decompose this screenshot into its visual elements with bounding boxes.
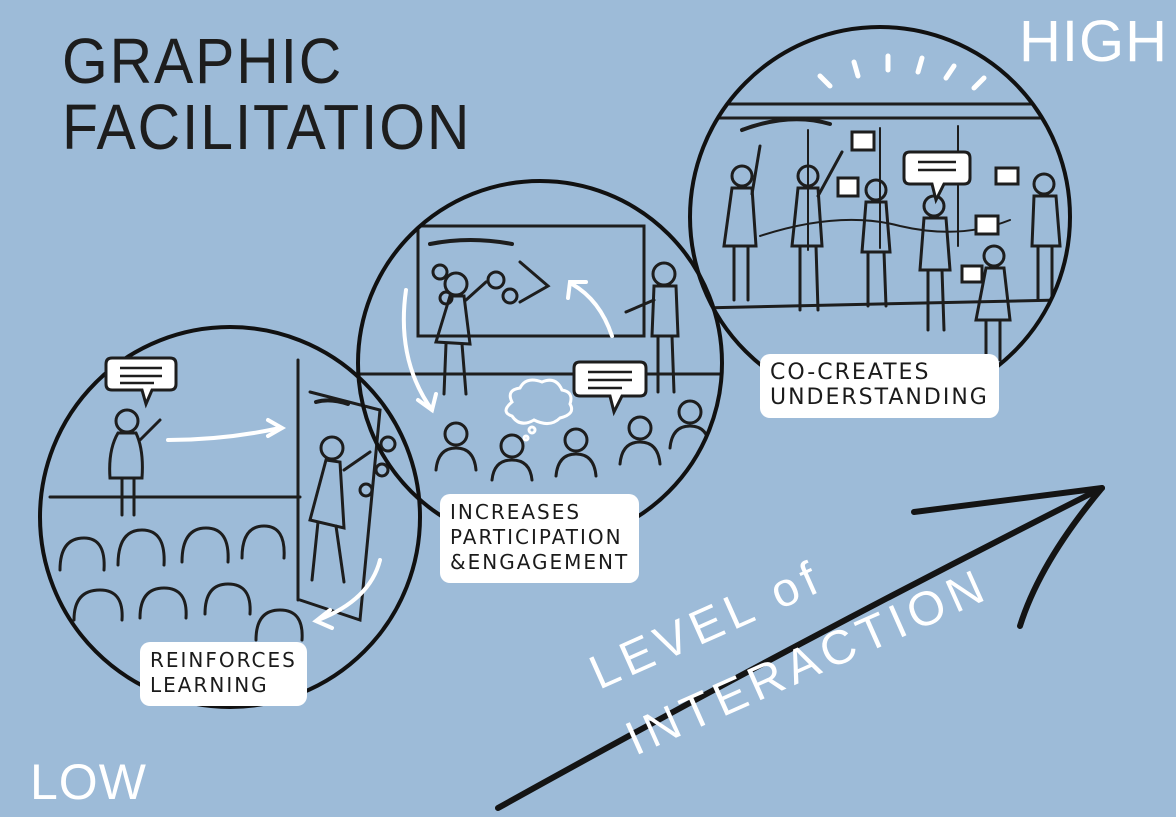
stage-label-reinforces: REINFORCES LEARNING <box>140 642 307 706</box>
title-line-2: FACILITATION <box>62 91 472 163</box>
stage-circle-co-creates <box>688 25 1072 409</box>
stage-label-participation: INCREASES PARTICIPATION &ENGAGEMENT <box>440 494 640 583</box>
stage-circle-reinforces <box>38 325 422 709</box>
scale-high-label: HIGH <box>1019 9 1168 74</box>
diagram-title: GRAPHIC FACILITATION <box>62 28 471 160</box>
interaction-arrow <box>495 485 1105 811</box>
stage-label-line: LEARNING <box>150 673 269 697</box>
stage-label-co-creates: CO-CREATES UNDERSTANDING <box>760 354 999 418</box>
stage-label-line: UNDERSTANDING <box>770 385 989 410</box>
stage-label-line: REINFORCES <box>150 648 297 672</box>
title-line-1: GRAPHIC <box>62 25 344 97</box>
stage-label-line: PARTICIPATION <box>450 525 623 549</box>
stage-circle-participation <box>356 179 724 547</box>
stage-label-line: INCREASES <box>450 500 582 524</box>
stage-label-line: CO-CREATES <box>770 360 931 385</box>
scale-low-label: LOW <box>30 754 147 810</box>
stage-label-line: &ENGAGEMENT <box>450 550 630 574</box>
